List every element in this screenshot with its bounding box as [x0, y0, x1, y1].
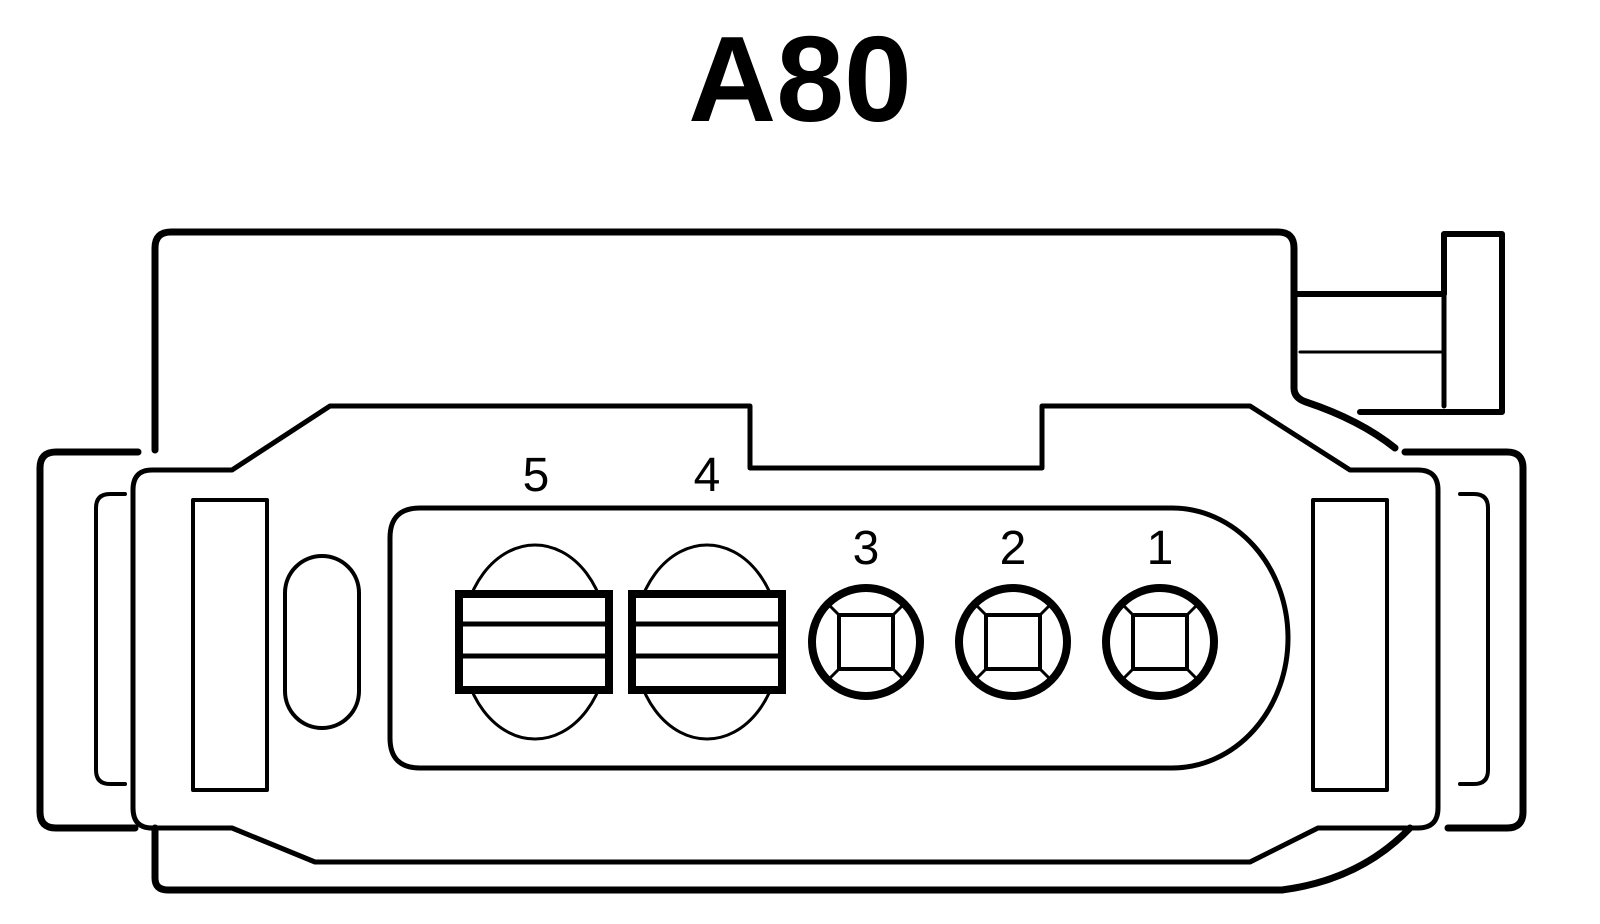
pin-label-3: 3 — [853, 522, 880, 575]
pin-2-cavity — [955, 584, 1071, 700]
left-outer-wall — [36, 448, 142, 832]
right-inner-bracket — [1458, 492, 1490, 786]
pin-2-square — [984, 613, 1042, 671]
pin-3-terminal — [808, 584, 924, 700]
pin-label-4: 4 — [694, 449, 721, 502]
pin-label-1: 1 — [1147, 522, 1174, 575]
pin-1-terminal — [1102, 584, 1218, 700]
housing-bottom-skirt — [151, 824, 1414, 894]
pin-1-square — [1131, 613, 1189, 671]
left-side-slot — [191, 498, 269, 792]
pin-3-square — [837, 613, 895, 671]
right-outer-wall — [1401, 448, 1527, 832]
pin-cavity-insert — [387, 505, 1291, 771]
pin-5-blade — [455, 590, 613, 694]
pin-2-corner-lines — [973, 602, 1053, 682]
latch-tab — [1291, 231, 1505, 415]
pin-5-terminal — [455, 543, 613, 741]
left-inner-bracket — [94, 492, 127, 786]
pin-label-2: 2 — [1000, 522, 1027, 575]
pin-3-cavity — [808, 584, 924, 700]
pin-4-terminal — [628, 543, 786, 741]
polarization-slot — [283, 554, 361, 730]
pin-label-5: 5 — [523, 449, 550, 502]
pin-3-corner-lines — [826, 602, 906, 682]
right-side-slot — [1311, 498, 1389, 792]
connector-title: A80 — [688, 11, 912, 147]
housing-top-body — [151, 228, 1399, 454]
pin-4-blade — [628, 590, 786, 694]
pin-1-cavity — [1102, 584, 1218, 700]
connector-face — [130, 403, 1441, 865]
pin-1-corner-lines — [1120, 602, 1200, 682]
pin-2-terminal — [955, 584, 1071, 700]
